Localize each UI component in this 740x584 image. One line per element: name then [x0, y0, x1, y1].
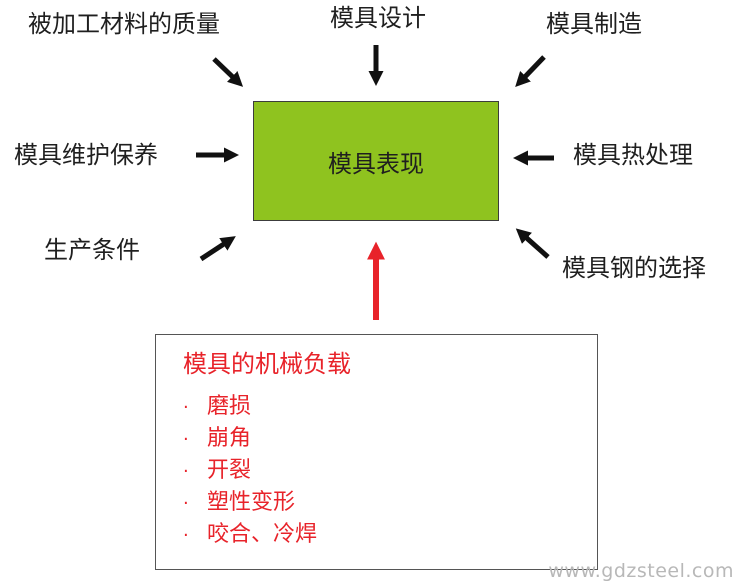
- mold-performance-box: 模具表现: [253, 101, 499, 221]
- load-item-chipping: 崩角: [207, 426, 252, 451]
- mechanical-load-box: 模具的机械负载 · 磨损 · 崩角 · 开裂 · 塑性变形 · 咬合、冷焊: [155, 334, 598, 570]
- factor-mold-maintenance: 模具维护保养: [14, 141, 158, 169]
- factor-mold-design: 模具设计: [330, 4, 426, 32]
- list-item: · 磨损: [183, 391, 317, 423]
- bullet-icon: ·: [183, 493, 189, 514]
- mold-performance-label: 模具表现: [328, 149, 424, 178]
- factor-steel-selection: 模具钢的选择: [562, 254, 706, 282]
- mechanical-load-title: 模具的机械负载: [183, 350, 351, 378]
- load-item-plastic-deformation: 塑性变形: [207, 490, 296, 515]
- factor-material-quality: 被加工材料的质量: [28, 10, 220, 38]
- watermark: www.gdzsteel.com: [548, 560, 734, 582]
- arrow-bottom-left: [199, 236, 236, 262]
- bullet-icon: ·: [183, 429, 189, 450]
- load-item-wear: 磨损: [207, 394, 252, 419]
- arrow-top-right: [515, 55, 546, 88]
- arrow-bottom-right: [515, 228, 550, 259]
- bullet-icon: ·: [183, 461, 189, 482]
- factor-mold-manufacturing: 模具制造: [546, 10, 642, 38]
- list-item: · 塑性变形: [183, 487, 317, 519]
- factor-production-conditions: 生产条件: [44, 236, 140, 264]
- mechanical-load-list: · 磨损 · 崩角 · 开裂 · 塑性变形 · 咬合、冷焊: [183, 391, 317, 551]
- arrow-top-left: [212, 57, 244, 87]
- load-item-cracking: 开裂: [207, 458, 252, 483]
- list-item: · 咬合、冷焊: [183, 519, 317, 551]
- list-item: · 开裂: [183, 455, 317, 487]
- bullet-icon: ·: [183, 525, 189, 546]
- bullet-icon: ·: [183, 397, 189, 418]
- list-item: · 崩角: [183, 423, 317, 455]
- factor-heat-treatment: 模具热处理: [573, 141, 693, 169]
- load-item-galling: 咬合、冷焊: [207, 522, 318, 547]
